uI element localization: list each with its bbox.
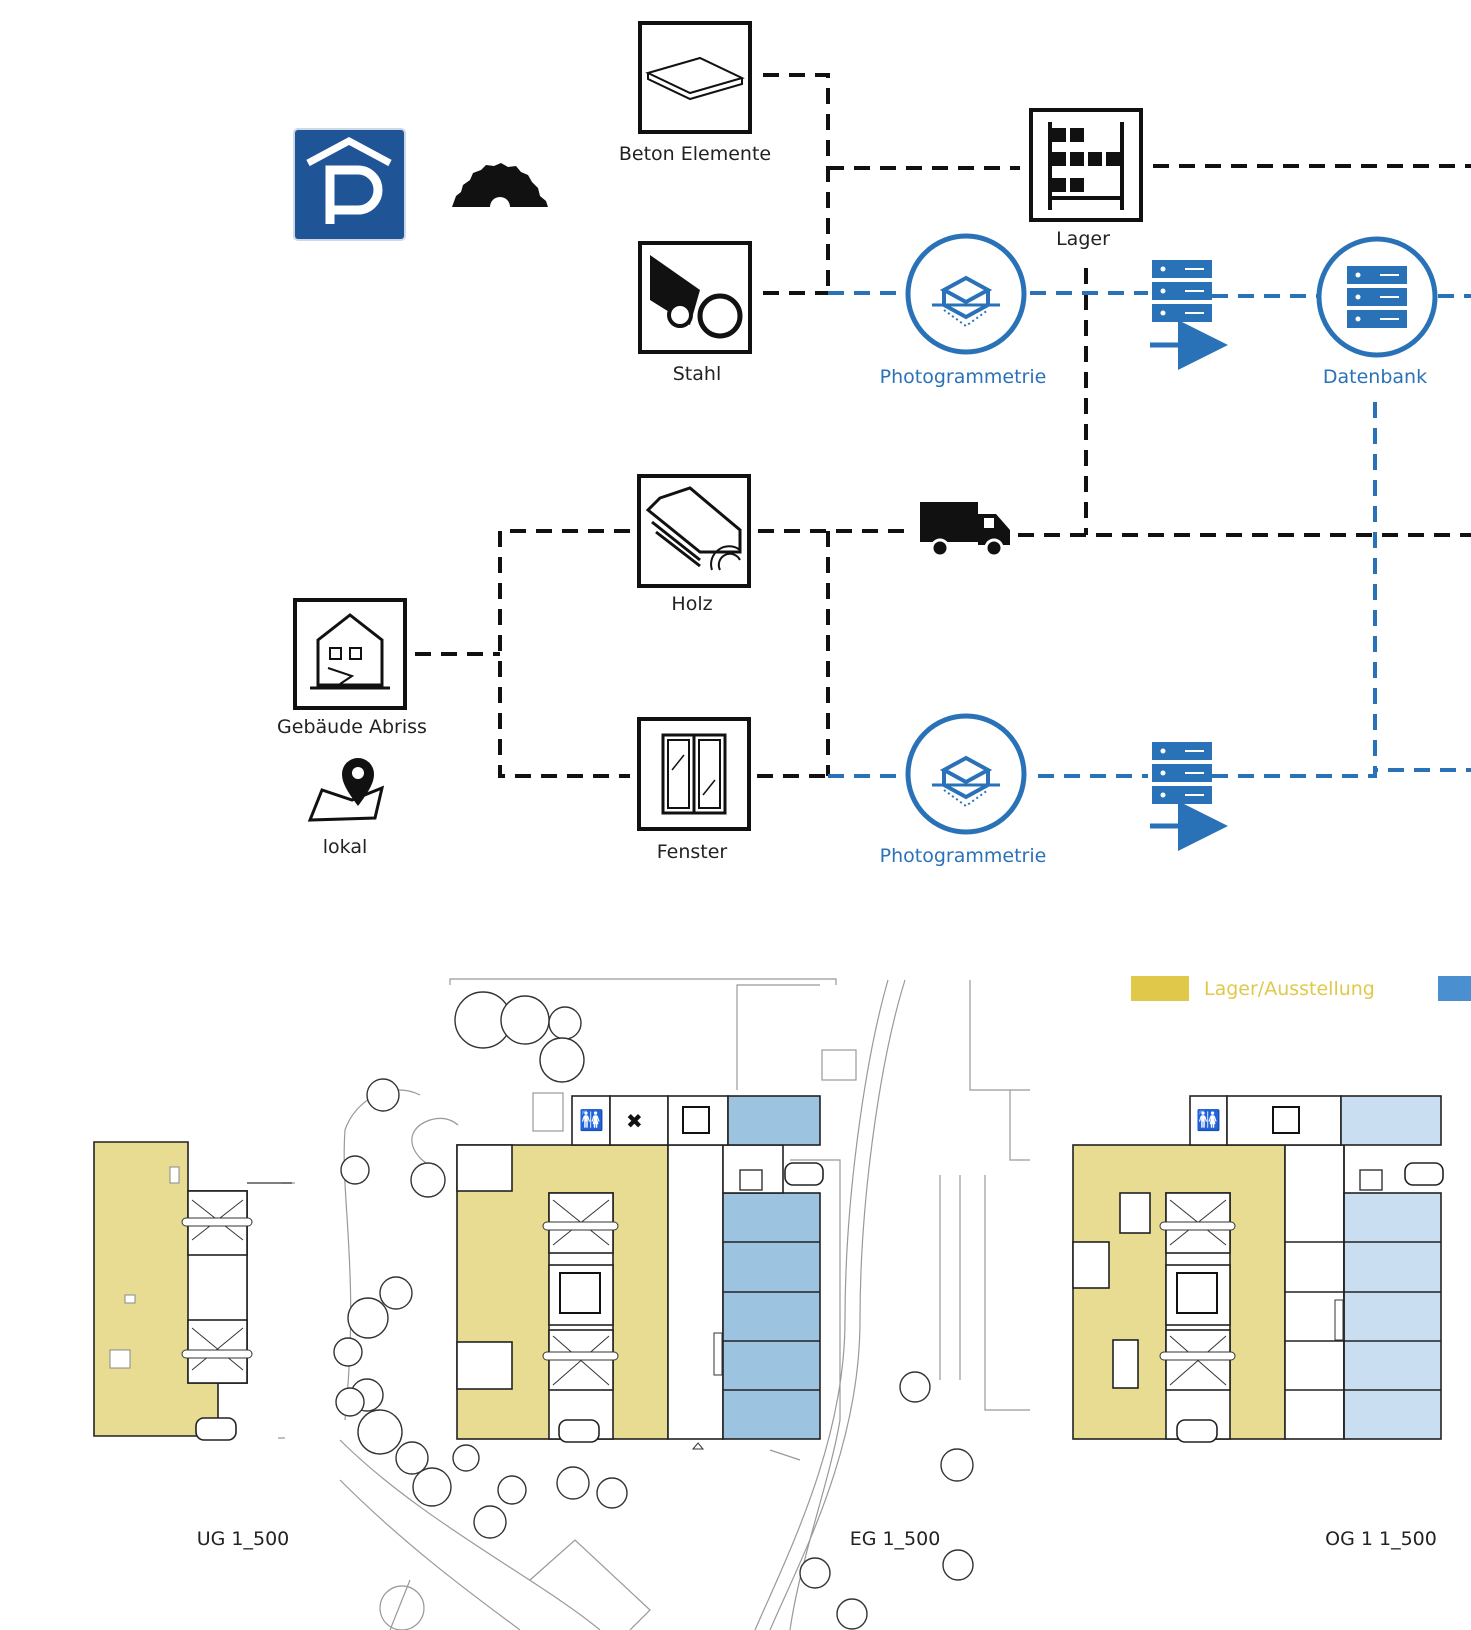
- steel-pipes-icon: [638, 241, 752, 354]
- wood-planks-icon: [637, 474, 751, 588]
- black-connectors: [415, 73, 1471, 778]
- legend-swatch-blue: [1438, 976, 1471, 1001]
- label-datenbank: Datenbank: [1323, 366, 1427, 388]
- label-og: OG 1 1_500: [1325, 1528, 1437, 1550]
- saw-blade-icon: [452, 163, 548, 207]
- window-icon: [637, 717, 751, 831]
- parking-icon: [293, 128, 406, 241]
- svg-text:✖: ✖: [626, 1109, 643, 1133]
- ug-floor-plan: [93, 1141, 292, 1441]
- concrete-slab-icon: [638, 21, 752, 134]
- label-beton: Beton Elemente: [619, 143, 771, 165]
- legend-swatch-yellow: [1131, 976, 1189, 1001]
- label-gebaeude: Gebäude Abriss: [277, 716, 427, 738]
- svg-text:🚻: 🚻: [579, 1108, 604, 1132]
- photogrammetry-icon: [905, 713, 1027, 835]
- label-photo-bottom: Photogrammetrie: [880, 845, 1047, 867]
- eg-floor-plan: 🚻 ✖: [456, 1095, 824, 1450]
- label-holz: Holz: [671, 593, 712, 615]
- photogrammetry-icon: [905, 233, 1027, 355]
- server-icon: [1152, 742, 1212, 804]
- legend-label-lager: Lager/Ausstellung: [1204, 978, 1375, 1000]
- svg-text:🚻: 🚻: [1196, 1108, 1221, 1132]
- label-fenster: Fenster: [657, 841, 728, 863]
- label-stahl: Stahl: [673, 363, 721, 385]
- demolition-house-icon: [293, 598, 407, 710]
- blue-connectors: [828, 291, 1471, 851]
- storage-rack-icon: [1029, 108, 1143, 222]
- label-ug: UG 1_500: [197, 1528, 290, 1550]
- tree-icons: [333, 991, 974, 1630]
- label-lokal: lokal: [323, 836, 368, 858]
- server-icon: [1152, 260, 1212, 322]
- label-eg: EG 1_500: [850, 1528, 941, 1550]
- og-floor-plan: 🚻: [1072, 1095, 1444, 1443]
- label-photo-top: Photogrammetrie: [880, 366, 1047, 388]
- site-context: [278, 978, 1030, 1630]
- label-lager: Lager: [1056, 228, 1110, 250]
- truck-icon: [920, 502, 1010, 558]
- map-pin-icon: [307, 758, 385, 822]
- database-icon: [1316, 236, 1438, 358]
